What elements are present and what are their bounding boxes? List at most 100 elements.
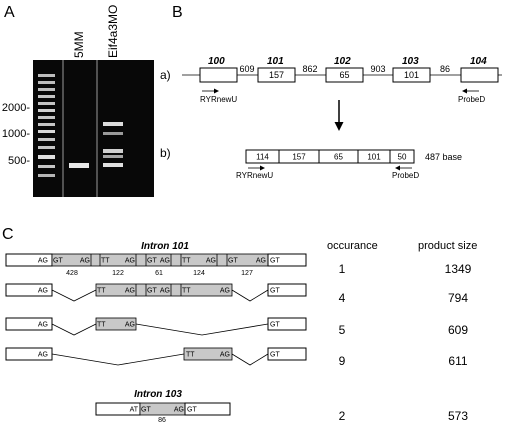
splice-site: AG: [220, 352, 230, 359]
splice-row-4: [5, 347, 307, 366]
exon-number: 104: [470, 56, 487, 67]
fragment-size: 122: [112, 270, 124, 277]
splice-site: AG: [125, 322, 135, 329]
fragment-size: 61: [155, 270, 163, 277]
exon-number: 100: [208, 56, 225, 67]
gel-band: [69, 163, 89, 168]
splice-site: AG: [256, 258, 266, 265]
splice-site: AG: [160, 258, 170, 265]
exon-number: 101: [267, 56, 284, 67]
splice-site: GT: [147, 288, 157, 295]
splice-row-1: [5, 253, 307, 267]
exon-103: [392, 67, 431, 83]
splice-site: GT: [270, 322, 280, 329]
occurance-value: 2: [339, 409, 346, 423]
total-size: 487 base: [425, 152, 462, 162]
mrna-segment: [389, 149, 415, 164]
splice-site: TT: [182, 258, 191, 265]
splice-site: GT: [187, 407, 197, 414]
arrow-head: [334, 122, 344, 131]
panel-label-c: C: [2, 226, 14, 243]
exon-102: [325, 67, 364, 83]
exon-100: [199, 67, 238, 83]
arrow-head: [395, 165, 400, 171]
arrow-head: [214, 88, 219, 94]
exon-101: [257, 67, 296, 83]
ladder-bands: [38, 74, 55, 177]
column-header-occurance: occurance: [327, 240, 378, 252]
segment-size: 157: [292, 153, 306, 162]
product-size-value: 573: [448, 409, 468, 423]
splice-site: AG: [160, 288, 170, 295]
occurance-value: 5: [339, 323, 346, 337]
splice-site: TT: [186, 352, 195, 359]
primer-label: RYRnewU: [236, 171, 273, 180]
fragment-size: 428: [66, 270, 78, 277]
intron-size: 862: [302, 64, 317, 74]
splice-site: AT: [130, 407, 139, 414]
lane-label-5mm: 5MM: [72, 31, 86, 58]
product-size-value: 609: [448, 323, 468, 337]
splice-site: TT: [182, 288, 191, 295]
column-header-product-size: product size: [418, 240, 477, 252]
splice-site: AG: [80, 258, 90, 265]
panel-label-b: B: [172, 4, 183, 21]
product-size-value: 1349: [445, 262, 472, 276]
splice-site: GT: [141, 407, 151, 414]
splice-row-2: [5, 283, 307, 302]
marker-1000: 1000-: [2, 128, 30, 140]
splice-site: AG: [38, 322, 48, 329]
splice-site: GT: [147, 258, 157, 265]
splice-site: AG: [206, 258, 216, 265]
fragment-size: 127: [241, 270, 253, 277]
splice-site: GT: [270, 258, 280, 265]
intron-size: 903: [370, 64, 385, 74]
marker-500: 500-: [8, 155, 30, 167]
gel-bands-mo: [103, 122, 123, 167]
product-size-value: 611: [448, 354, 467, 368]
segment-size: 65: [334, 153, 343, 162]
fragment-size: 124: [193, 270, 205, 277]
fragment-size: 86: [158, 417, 166, 423]
occurance-value: 9: [339, 354, 346, 368]
splice-site: TT: [97, 322, 106, 329]
exon-size: 65: [339, 70, 349, 80]
row-label-a: a): [160, 68, 171, 82]
splice-row-3: [5, 317, 307, 336]
segment-size: 50: [398, 153, 407, 162]
primer-label: RYRnewU: [200, 95, 237, 104]
segment-size: 101: [367, 153, 381, 162]
splice-site: GT: [53, 258, 63, 265]
splice-site: AG: [38, 258, 48, 265]
arrow-head: [260, 165, 265, 171]
splice-site: AG: [125, 288, 135, 295]
splice-row-5: [95, 402, 231, 416]
primer-label: ProbeD: [392, 171, 419, 180]
panel-label-a: A: [4, 4, 15, 21]
exon-size: 157: [269, 70, 284, 80]
row-label-b: b): [160, 146, 171, 160]
occurance-value: 4: [339, 291, 346, 305]
marker-2000: 2000-: [2, 102, 30, 114]
exon-number: 103: [402, 56, 419, 67]
splice-site: TT: [97, 288, 106, 295]
intron-size: 609: [239, 64, 254, 74]
lane-label-eif4a3mo: Eif4a3MO: [106, 5, 120, 58]
intron-101-title: Intron 101: [141, 241, 189, 252]
splice-site: GT: [270, 288, 280, 295]
exon-104: [460, 67, 499, 83]
exon-size: 101: [404, 70, 419, 80]
intron-size: 86: [440, 64, 450, 74]
occurance-value: 1: [339, 262, 346, 276]
splice-site: GT: [270, 352, 280, 359]
splice-site: AG: [38, 288, 48, 295]
splice-site: AG: [125, 258, 135, 265]
splice-site: GT: [228, 258, 238, 265]
exon-number: 102: [334, 56, 351, 67]
product-size-value: 794: [448, 291, 468, 305]
primer-label: ProbeD: [458, 95, 485, 104]
arrow-head: [462, 88, 467, 94]
splice-site: AG: [38, 352, 48, 359]
segment-size: 114: [256, 153, 269, 162]
